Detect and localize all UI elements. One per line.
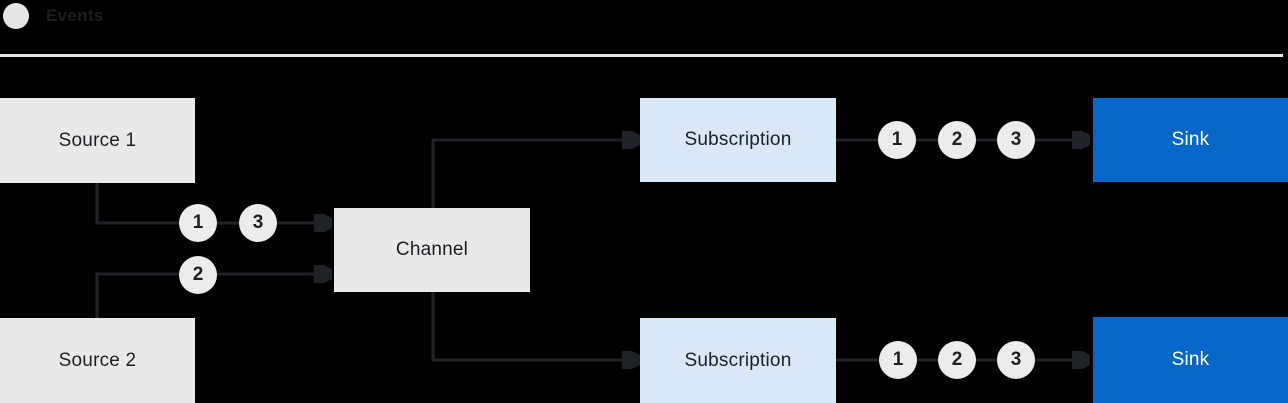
node-source2: Source 2	[0, 318, 195, 403]
node-sink2-label: Sink	[1171, 349, 1210, 370]
divider-line	[0, 54, 1283, 57]
event-circle-icon	[3, 2, 29, 29]
node-subscription1-label: Subscription	[684, 129, 792, 150]
node-channel: Channel	[334, 208, 530, 292]
node-subscription2-label: Subscription	[684, 349, 792, 371]
event-marker: 3	[997, 121, 1035, 159]
node-subscription1: Subscription	[640, 98, 836, 182]
arrow-channel-to-subscription1	[431, 140, 637, 208]
event-marker: 2	[179, 256, 217, 294]
node-sink2: Sink	[1093, 317, 1288, 403]
legend: Events	[3, 2, 104, 29]
arrow-source2-to-channel	[95, 274, 329, 318]
event-marker: 1	[179, 204, 217, 242]
arrow-channel-to-subscription2	[431, 292, 637, 360]
node-channel-label: Channel	[395, 239, 469, 260]
event-marker: 3	[997, 341, 1035, 379]
legend-label: Events	[46, 5, 104, 25]
event-marker: 2	[938, 121, 976, 159]
node-source1: Source 1	[0, 98, 195, 183]
node-source2-label: Source 2	[58, 349, 137, 371]
event-marker: 1	[879, 341, 917, 379]
node-source1-label: Source 1	[58, 129, 137, 151]
node-sink1: Sink	[1093, 98, 1288, 182]
event-marker: 2	[938, 341, 976, 379]
node-sink1-label: Sink	[1171, 129, 1210, 150]
event-marker: 3	[239, 204, 277, 242]
event-marker: 1	[878, 121, 916, 159]
node-subscription2: Subscription	[640, 318, 836, 403]
